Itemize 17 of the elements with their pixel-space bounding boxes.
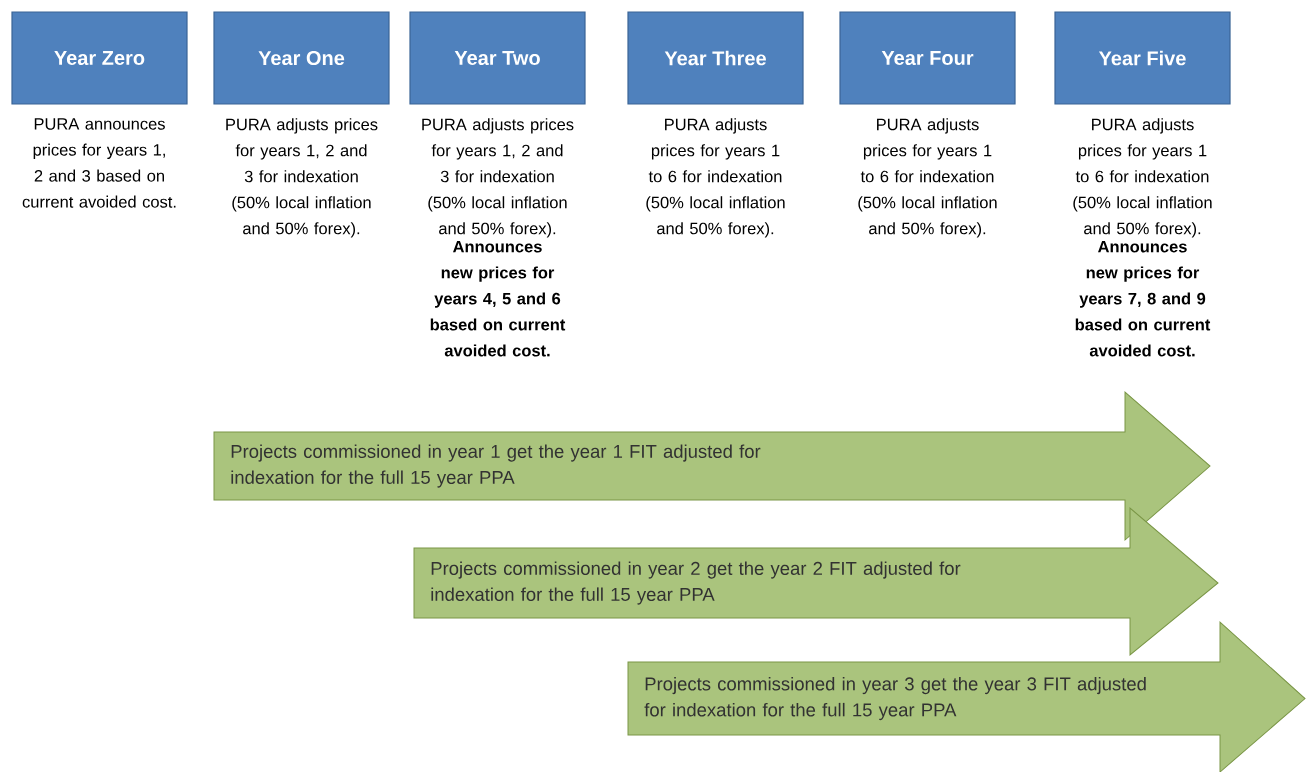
pointed-banner: Projects commissioned in year 3 get the year 3 FIT adjusted for indexation for the full 15 year PPA bbox=[627, 621, 1306, 772]
pointed-banner: Projects commissioned in year 1 get the year 1 FIT adjusted for indexation for the full 15 year PPA bbox=[213, 391, 1211, 541]
description-text: PURA adjusts prices for years 1, 2 and 3 for indexation (50% local inflation and 50% forex). bbox=[422, 118, 574, 238]
year-box: Year One bbox=[213, 11, 390, 105]
description-text: PURA adjusts prices for years 1 to 6 for indexation (50% local inflation and 50% forex). bbox=[646, 118, 785, 238]
description-text: PURA adjusts prices for years 1, 2 and 3 for indexation (50% local inflation and 50% forex). bbox=[226, 118, 378, 238]
pointed-banner: Projects commissioned in year 2 get the year 2 FIT adjusted for indexation for the full 15 year PPA bbox=[413, 507, 1219, 656]
description-text: PURA adjusts prices for years 1 to 6 for indexation (50% local inflation and 50% forex). bbox=[858, 118, 997, 238]
description-text: PURA adjusts prices for years 1 to 6 for indexation (50% local inflation and 50% forex). bbox=[1073, 118, 1212, 238]
description-text: PURA announces prices for years 1, 2 and 3 based on current avoided cost. bbox=[22, 118, 176, 208]
description-text: Announces new prices for years 4, 5 and 6 based on current avoided cost. bbox=[430, 240, 566, 357]
year-box: Year Zero bbox=[11, 11, 188, 105]
year-box: Year Five bbox=[1054, 11, 1231, 105]
year-box: Year Three bbox=[627, 11, 804, 105]
year-box: Year Four bbox=[839, 11, 1016, 105]
description-text: Announces new prices for years 7, 8 and 9 based on current avoided cost. bbox=[1075, 240, 1211, 357]
year-box: Year Two bbox=[409, 11, 586, 105]
